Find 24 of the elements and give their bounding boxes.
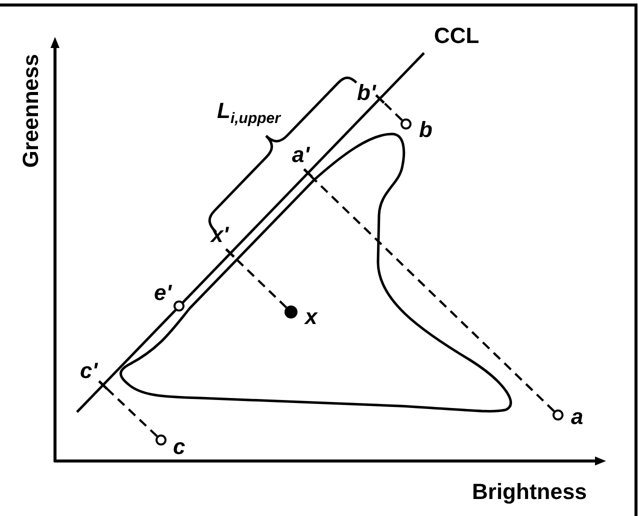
- point-label: c: [173, 436, 186, 458]
- tick-mark-icon: [302, 167, 314, 180]
- open-circle-icon: [173, 300, 186, 312]
- point-label: x: [305, 306, 318, 328]
- open-circle-icon: [155, 434, 167, 446]
- dashed-connector: [106, 387, 158, 437]
- point-label: a: [571, 406, 584, 428]
- point-label: e': [154, 282, 172, 304]
- brace-label: L$_{i,upper}$: [217, 100, 282, 129]
- open-circle-icon: [552, 409, 564, 421]
- point-label: c': [80, 360, 98, 382]
- point-label: b: [419, 119, 432, 142]
- dashed-connector: [310, 176, 555, 412]
- y-axis-title: Greenness: [20, 54, 42, 168]
- x-axis-title: Brightness: [472, 481, 587, 503]
- tick-mark-icon: [97, 379, 110, 391]
- open-circle-icon: [400, 118, 412, 130]
- tick-mark-icon: [224, 247, 236, 260]
- filled-dot-icon: [284, 305, 298, 319]
- line-label: CCL: [434, 25, 480, 47]
- dashed-connector: [382, 101, 403, 121]
- point-label: x': [211, 224, 228, 246]
- point-label: a': [292, 144, 310, 166]
- point-label: b': [357, 82, 376, 104]
